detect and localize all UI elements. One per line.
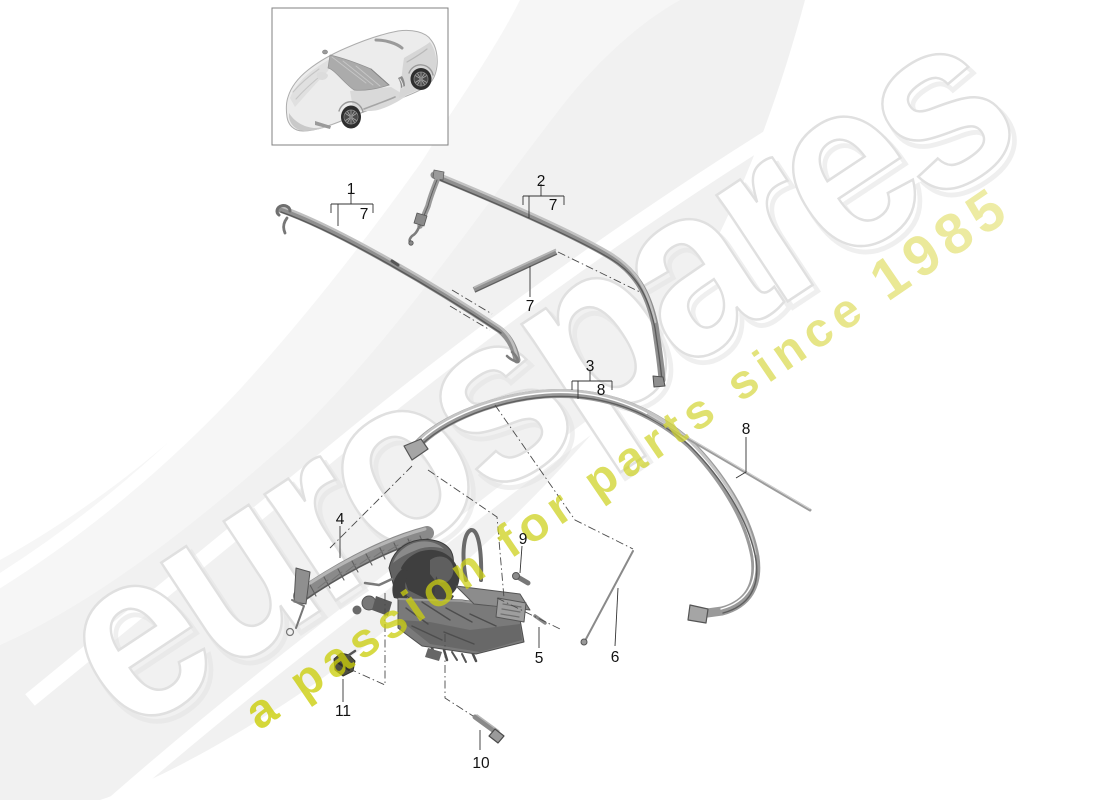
svg-text:5: 5 xyxy=(535,650,544,667)
svg-text:7: 7 xyxy=(526,298,535,315)
svg-text:9: 9 xyxy=(519,531,528,548)
svg-text:8: 8 xyxy=(597,382,606,399)
svg-text:11: 11 xyxy=(335,703,351,720)
svg-text:3: 3 xyxy=(586,358,595,375)
svg-text:6: 6 xyxy=(611,649,620,666)
svg-text:4: 4 xyxy=(336,511,345,528)
svg-text:10: 10 xyxy=(472,755,490,772)
svg-text:7: 7 xyxy=(549,197,558,214)
svg-text:2: 2 xyxy=(537,173,546,190)
svg-text:8: 8 xyxy=(742,421,751,438)
svg-text:1: 1 xyxy=(347,181,356,198)
svg-text:7: 7 xyxy=(360,206,369,223)
